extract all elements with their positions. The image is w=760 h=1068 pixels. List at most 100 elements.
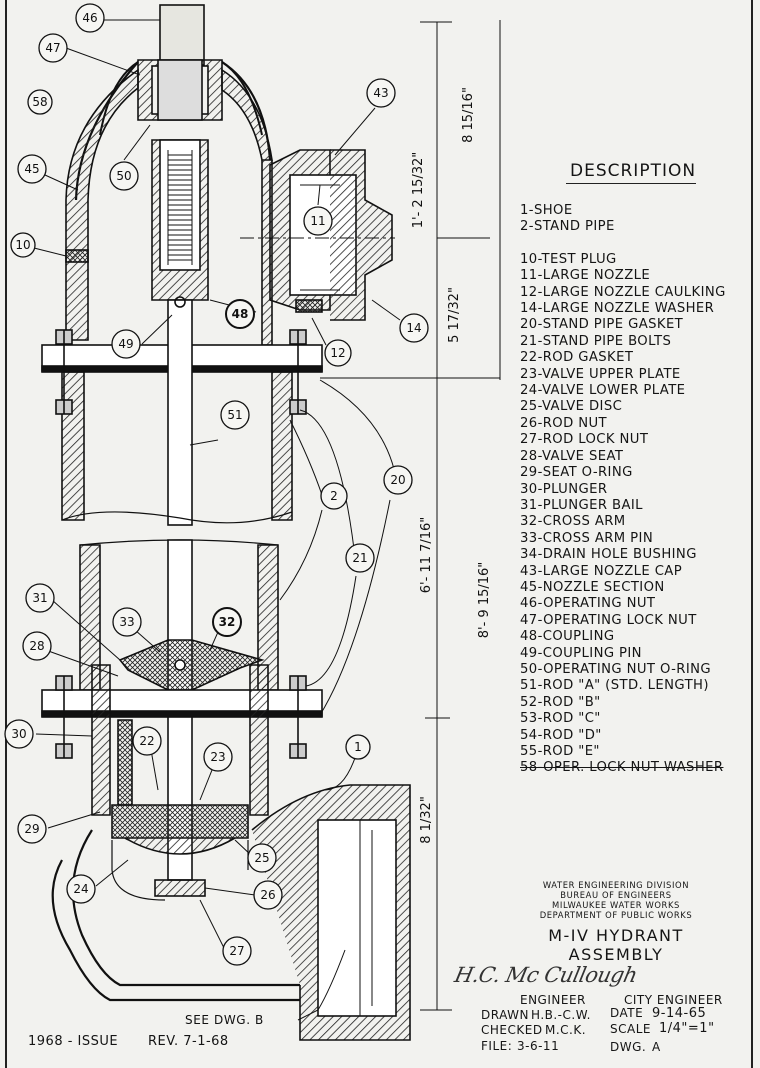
org-line: WATER ENGINEERING DIVISION xyxy=(542,880,690,890)
parts-list-item: 43-LARGE NOZZLE CAP xyxy=(520,563,683,579)
callout-30: 30 xyxy=(4,719,34,749)
svg-text:50: 50 xyxy=(116,169,131,183)
callout-43: 43 xyxy=(366,78,396,108)
svg-text:2: 2 xyxy=(330,489,338,503)
parts-list-item: 12-LARGE NOZZLE CAULKING xyxy=(520,284,726,300)
parts-list-item: 22-ROD GASKET xyxy=(520,350,634,366)
date-value: 9-14-65 xyxy=(652,1006,707,1021)
description-title: DESCRIPTION xyxy=(570,161,697,181)
svg-text:32: 32 xyxy=(219,615,236,629)
callout-10: 10 xyxy=(10,232,36,258)
dim-nozzle-height: 1'- 2 15/32" xyxy=(411,152,426,229)
callout-45: 45 xyxy=(17,154,47,184)
parts-list-item: 10-TEST PLUG xyxy=(520,251,617,267)
callout-21: 21 xyxy=(345,543,375,573)
svg-text:45: 45 xyxy=(24,162,39,176)
date-label: DATE xyxy=(610,1006,644,1020)
parts-list-item: 50-OPERATING NUT O-RING xyxy=(520,661,712,677)
dim-overall: 8'- 9 15/16" xyxy=(477,562,492,639)
city-engineer-label: CITY ENGINEER xyxy=(624,993,723,1007)
parts-list-item: 58-OPER. LOCK NUT WASHER xyxy=(520,760,724,776)
parts-list-item: 34-DRAIN HOLE BUSHING xyxy=(520,547,697,563)
svg-text:10: 10 xyxy=(15,238,30,252)
parts-list-item: 46-OPERATING NUT xyxy=(520,596,656,612)
parts-list-item: 54-ROD "D" xyxy=(520,727,602,743)
sheet-border-left xyxy=(5,0,7,1068)
parts-list-item: 11-LARGE NOZZLE xyxy=(520,268,651,284)
description-underline xyxy=(566,183,696,184)
parts-list-item: 55-ROD "E" xyxy=(520,744,600,759)
callout-47: 47 xyxy=(38,33,68,63)
callout-20: 20 xyxy=(383,465,413,495)
dimension-text: 8'- 9 15/16" 8 15/16" 1'- 2 15/32" 5 17/… xyxy=(411,87,492,844)
callout-2: 2 xyxy=(320,482,348,510)
dim-upper-total: 8 15/16" xyxy=(461,87,476,143)
svg-text:29: 29 xyxy=(24,822,39,836)
parts-list-item: 2-STAND PIPE xyxy=(520,219,615,235)
parts-list-item: 29-SEAT O-RING xyxy=(520,465,633,481)
callout-24: 24 xyxy=(66,874,96,904)
engineer-label: ENGINEER xyxy=(520,993,586,1007)
drawing-title: M-IV HYDRANT xyxy=(548,926,684,945)
parts-list-item: 25-VALVE DISC xyxy=(520,399,623,415)
engineer-signature: H.C. Mc Cullough xyxy=(452,963,640,987)
dim-nozzle-base: 5 17/32" xyxy=(447,287,462,343)
callout-33: 33 xyxy=(112,607,142,637)
parts-list-item: 20-STAND PIPE GASKET xyxy=(520,317,684,333)
callout-29: 29 xyxy=(17,814,47,844)
checked-value: M.C.K. xyxy=(545,1023,587,1037)
callouts: 46 47 58 43 45 50 11 10 48 49 14 12 51 2… xyxy=(4,3,429,966)
svg-text:30: 30 xyxy=(11,727,26,741)
parts-list-item: 21-STAND PIPE BOLTS xyxy=(520,333,672,349)
callout-26: 26 xyxy=(253,880,283,910)
callout-31: 31 xyxy=(25,583,55,613)
svg-text:31: 31 xyxy=(32,591,47,605)
svg-text:14: 14 xyxy=(406,321,421,335)
svg-text:12: 12 xyxy=(330,346,345,360)
parts-list-item: 51-ROD "A" (STD. LENGTH) xyxy=(520,678,709,694)
parts-list-item: 27-ROD LOCK NUT xyxy=(520,432,649,448)
svg-text:49: 49 xyxy=(118,337,133,351)
callout-12: 12 xyxy=(324,339,352,367)
scale-label: SCALE xyxy=(610,1022,651,1036)
svg-text:1: 1 xyxy=(354,740,362,754)
svg-text:27: 27 xyxy=(229,944,244,958)
parts-list-item: 32-CROSS ARM xyxy=(520,514,626,530)
svg-text:48: 48 xyxy=(232,307,249,321)
svg-text:26: 26 xyxy=(260,888,275,902)
parts-list-item: 48-COUPLING xyxy=(520,629,615,645)
callout-14: 14 xyxy=(399,313,429,343)
checked-label: CHECKED xyxy=(481,1023,543,1037)
svg-text:23: 23 xyxy=(210,750,225,764)
revision-label: REV. 7-1-68 xyxy=(148,1034,229,1049)
parts-list-item: 23-VALVE UPPER PLATE xyxy=(520,366,681,382)
parts-list: 1-SHOE 2-STAND PIPE 10-TEST PLUG 11-LARG… xyxy=(520,203,726,777)
parts-list-item: 24-VALVE LOWER PLATE xyxy=(520,383,686,399)
org-line: BUREAU OF ENGINEERS xyxy=(560,890,672,900)
callout-48: 48 xyxy=(225,299,255,329)
dwg-value: A xyxy=(652,1040,661,1054)
callout-27: 27 xyxy=(222,936,252,966)
callout-1: 1 xyxy=(345,734,371,760)
nozzle-section-drawing xyxy=(41,4,395,526)
parts-list-item: 52-ROD "B" xyxy=(520,694,601,710)
callout-51: 51 xyxy=(220,400,250,430)
issue-label: 1968 - ISSUE xyxy=(28,1034,119,1049)
file-label: FILE: xyxy=(481,1039,513,1053)
svg-text:46: 46 xyxy=(82,11,97,25)
svg-text:58: 58 xyxy=(32,95,47,109)
svg-text:43: 43 xyxy=(373,86,388,100)
parts-list-item: 47-OPERATING LOCK NUT xyxy=(520,612,697,628)
callout-58: 58 xyxy=(27,89,53,115)
see-dwg-note: SEE DWG. B xyxy=(185,1013,264,1027)
parts-list-item: 33-CROSS ARM PIN xyxy=(520,530,654,546)
parts-list-item: 53-ROD "C" xyxy=(520,711,601,727)
callout-28: 28 xyxy=(22,631,52,661)
dwg-label: DWG. xyxy=(610,1040,647,1054)
callout-46: 46 xyxy=(75,3,105,33)
dimension-lines xyxy=(320,20,501,1011)
file-value: 3-6-11 xyxy=(517,1039,560,1053)
svg-text:21: 21 xyxy=(352,551,367,565)
lower-valve-drawing xyxy=(41,539,411,1041)
